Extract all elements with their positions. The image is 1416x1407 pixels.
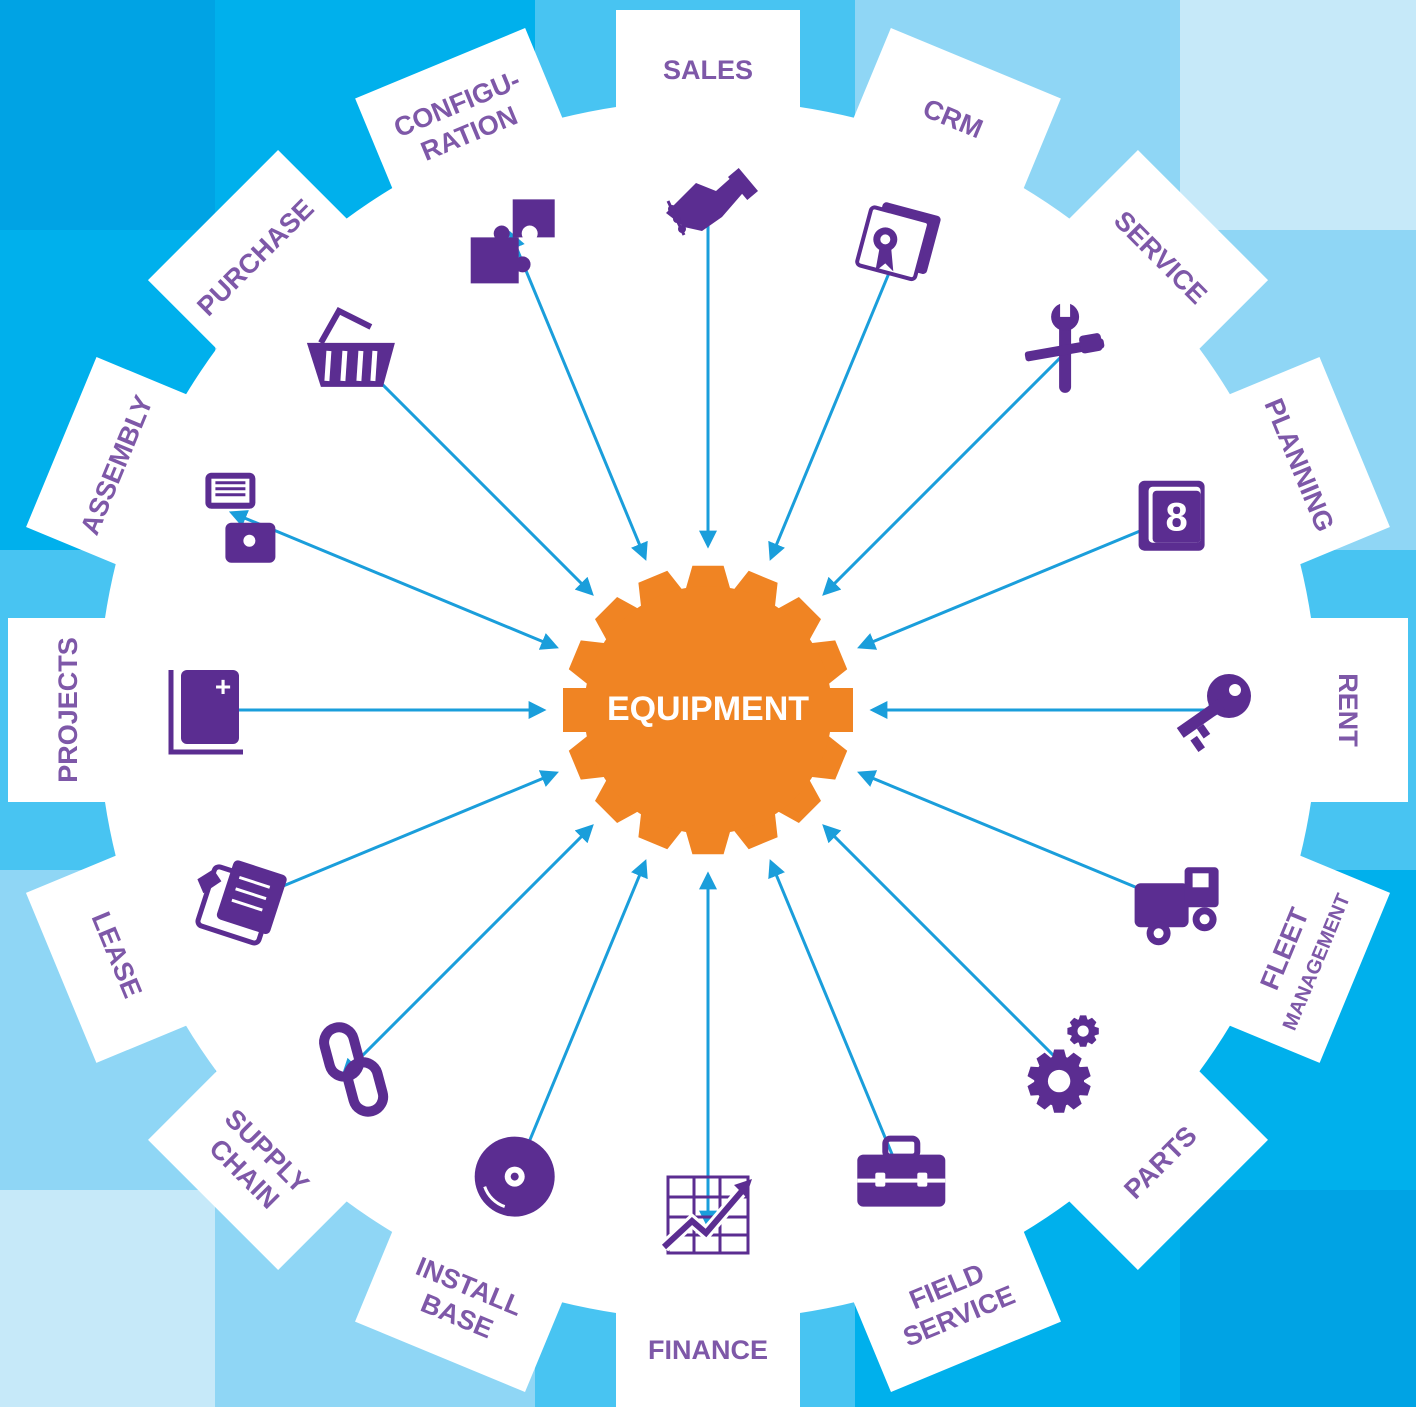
key-icon [1176,674,1251,752]
handshake-icon [666,168,759,236]
wrench-screwdriver-icon [1024,298,1105,393]
background-tile [1180,1190,1416,1407]
svg-text:8: 8 [1165,496,1187,540]
module-label-finance: FINANCE [648,1335,768,1365]
contract-pen-icon [195,860,287,946]
growth-chart-icon [659,1175,752,1255]
gear-icon [563,565,853,855]
planner-book-icon: 8 [1138,480,1205,551]
puzzle-icon [470,199,555,284]
arrow-equipment-configuration [508,230,648,561]
svg-text:+: + [215,671,231,702]
chain-link-icon [319,1022,389,1117]
arrow-equipment-field-service [768,859,908,1190]
module-label-rent: RENT [1333,673,1363,747]
gears-icon [1027,1015,1099,1113]
toolbox-icon [857,1135,946,1207]
id-cards-icon [855,202,941,282]
background-tile [0,0,215,230]
basket-icon [306,306,395,387]
arrow-equipment-planning [857,510,1188,650]
background-tile [1180,0,1416,230]
module-card-rent[interactable] [1168,618,1408,802]
folder-plus-icon: + [168,670,243,755]
arrow-equipment-lease [228,770,559,910]
assembly-parts-icon [205,472,276,563]
module-label-line: SALES [663,55,753,85]
truck-icon [1134,867,1219,946]
background-tile [0,1190,215,1407]
disc-icon [474,1136,555,1217]
equipment-hub[interactable]: EQUIPMENT [563,565,853,855]
hub-label: EQUIPMENT [607,690,809,728]
module-card-projects[interactable] [8,618,248,802]
module-label-projects: PROJECTS [53,637,83,783]
module-label-line: FINANCE [648,1335,768,1365]
module-label-sales: SALES [663,55,753,85]
module-label-line: PROJECTS [53,637,83,783]
module-label-line: RENT [1333,673,1363,747]
